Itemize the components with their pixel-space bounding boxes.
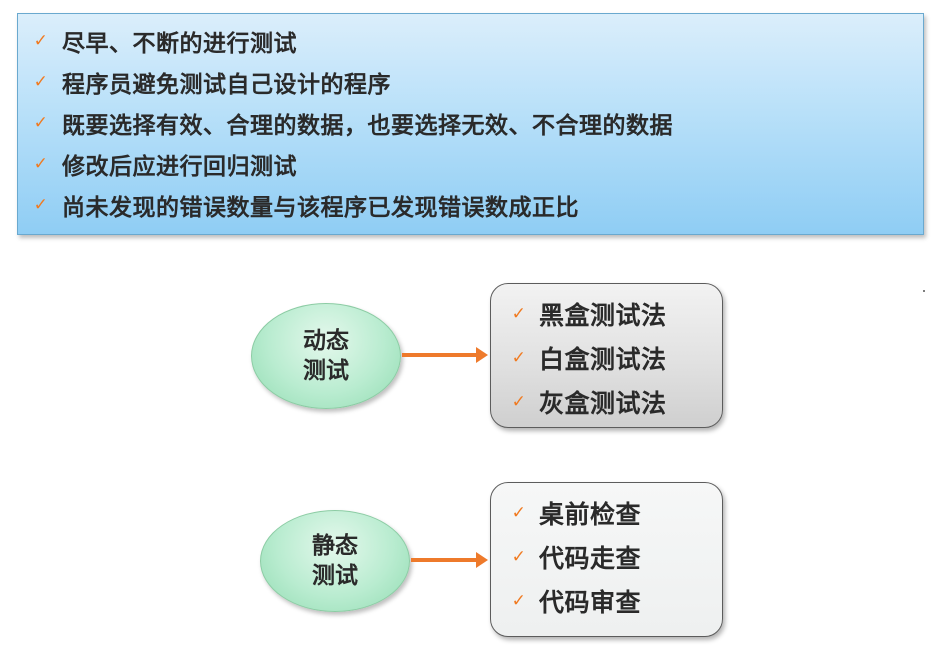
checkmark-icon: ✓ — [511, 591, 527, 611]
checkmark-icon: ✓ — [511, 503, 527, 523]
checkmark-icon: ✓ — [33, 30, 49, 51]
method-label: 灰盒测试法 — [539, 389, 667, 418]
method-item: ✓ 黑盒测试法 — [509, 292, 722, 336]
checkmark-icon: ✓ — [33, 112, 49, 133]
dynamic-arrow-icon — [402, 347, 488, 363]
principle-label: 程序员避免测试自己设计的程序 — [62, 71, 391, 98]
principle-label: 尽早、不断的进行测试 — [62, 30, 297, 57]
method-label: 白盒测试法 — [539, 345, 667, 374]
stray-dot — [923, 290, 925, 292]
principle-item: ✓ 程序员避免测试自己设计的程序 — [18, 61, 923, 102]
method-item: ✓ 桌前检查 — [509, 491, 722, 535]
checkmark-icon: ✓ — [33, 71, 49, 92]
checkmark-icon: ✓ — [33, 194, 49, 215]
checkmark-icon: ✓ — [33, 153, 49, 174]
static-node-line2: 测试 — [312, 563, 358, 589]
checkmark-icon: ✓ — [511, 304, 527, 324]
method-label: 代码审查 — [539, 588, 642, 617]
static-methods-box: ✓ 桌前检查 ✓ 代码走查 ✓ 代码审查 — [490, 482, 723, 637]
method-label: 代码走查 — [539, 544, 642, 573]
static-arrow-icon — [411, 552, 488, 568]
dynamic-node-line1: 动态 — [303, 328, 349, 354]
method-item: ✓ 灰盒测试法 — [509, 380, 722, 424]
principle-item: ✓ 既要选择有效、合理的数据，也要选择无效、不合理的数据 — [18, 102, 923, 143]
static-node-line1: 静态 — [312, 533, 358, 559]
method-item: ✓ 代码走查 — [509, 535, 722, 579]
principle-item: ✓ 修改后应进行回归测试 — [18, 143, 923, 184]
dynamic-testing-node: 动态 测试 — [251, 303, 401, 409]
principle-label: 修改后应进行回归测试 — [62, 153, 297, 180]
checkmark-icon: ✓ — [511, 348, 527, 368]
principle-label: 尚未发现的错误数量与该程序已发现错误数成正比 — [62, 194, 579, 221]
testing-principles-box: ✓ 尽早、不断的进行测试 ✓ 程序员避免测试自己设计的程序 ✓ 既要选择有效、合… — [17, 13, 924, 235]
method-label: 黑盒测试法 — [539, 301, 667, 330]
method-item: ✓ 白盒测试法 — [509, 336, 722, 380]
static-testing-node: 静态 测试 — [260, 510, 410, 612]
method-item: ✓ 代码审查 — [509, 579, 722, 623]
checkmark-icon: ✓ — [511, 392, 527, 412]
checkmark-icon: ✓ — [511, 547, 527, 567]
principle-label: 既要选择有效、合理的数据，也要选择无效、不合理的数据 — [62, 112, 673, 139]
principle-item: ✓ 尚未发现的错误数量与该程序已发现错误数成正比 — [18, 184, 923, 225]
dynamic-node-line2: 测试 — [303, 358, 349, 384]
principle-item: ✓ 尽早、不断的进行测试 — [18, 20, 923, 61]
method-label: 桌前检查 — [539, 500, 642, 529]
dynamic-methods-box: ✓ 黑盒测试法 ✓ 白盒测试法 ✓ 灰盒测试法 — [490, 283, 723, 428]
